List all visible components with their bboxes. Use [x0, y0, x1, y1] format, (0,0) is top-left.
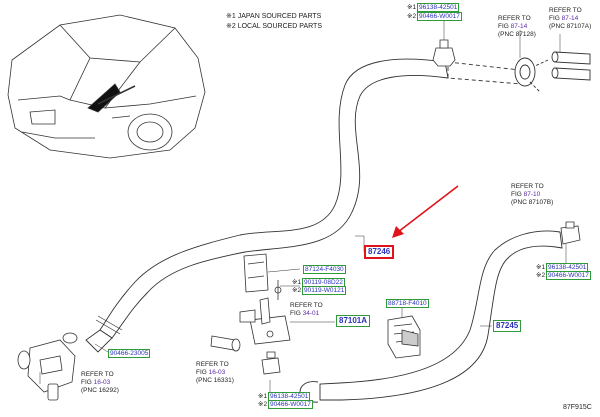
pnc-87101a-link[interactable]: 87101A	[336, 315, 371, 327]
legend-local: ※2 LOCAL SOURCED PARTS	[226, 23, 322, 30]
ref-34-01-fig: FIG 34-01	[290, 310, 319, 318]
part-link-90466-w0017-bottom[interactable]: 90466-W0017	[268, 400, 313, 409]
ref-87107b-fig-label: FIG	[511, 191, 522, 198]
part-link-90119-w0121[interactable]: 90119-W0121	[302, 286, 347, 295]
figure-code: 87F915C	[563, 404, 592, 411]
ref-16331-fig-label: FIG	[196, 369, 207, 376]
legend-japan: ※1 JAPAN SOURCED PARTS	[226, 13, 322, 20]
ref-87128-pnc: (PNC 87128)	[498, 31, 536, 38]
ref-34-01-line1: REFER TO	[290, 302, 323, 309]
pnc-87245-link[interactable]: 87245	[493, 320, 522, 332]
ref-16331-fig: FIG 16-03	[196, 369, 225, 377]
ref-87107a-fig-label: FIG	[549, 15, 560, 22]
ref-87107a-line1: REFER TO	[549, 7, 582, 14]
part-link-88718-f4010[interactable]: 88718-F4010	[386, 299, 429, 308]
fig-link-87-14[interactable]: 87-14	[510, 23, 528, 30]
vehicle-front-icon	[7, 14, 206, 159]
hose-clamp-icon	[243, 39, 581, 375]
ref-34-01-fig-label: FIG	[290, 310, 301, 317]
part-link-90466-w0017-right[interactable]: 90466-W0017	[546, 271, 591, 280]
connector-icon	[387, 315, 421, 359]
top-clip-mark1: ※1	[407, 4, 417, 11]
top-clip-mark2: ※2	[407, 13, 417, 20]
ref-16331-pnc: (PNC 16331)	[196, 377, 234, 384]
fig-link-87-14b[interactable]: 87-14	[561, 15, 579, 22]
right-clip-mark1: ※1	[536, 264, 546, 271]
right-clip-mark2: ※2	[536, 272, 546, 279]
fig-link-87-10[interactable]: 87-10	[523, 191, 541, 198]
mid-clip-mark2: ※2	[292, 287, 302, 294]
fig-link-16-03[interactable]: 16-03	[93, 379, 111, 386]
water-valve-icon	[17, 332, 78, 401]
ref-16292-line1: REFER TO	[81, 371, 114, 378]
heater-hose-icon	[447, 51, 591, 93]
ref-87107b-pnc: (PNC 87107B)	[511, 199, 554, 206]
ref-16331-line1: REFER TO	[196, 361, 229, 368]
callout-arrow-icon	[392, 185, 459, 238]
ref-87128-fig: FIG 87-14	[498, 23, 527, 31]
ref-16292-fig-label: FIG	[81, 379, 92, 386]
mid-clip-mark1: ※1	[292, 279, 302, 286]
fig-link-16-03b[interactable]: 16-03	[208, 369, 226, 376]
bottom-clip-mark2: ※2	[258, 401, 268, 408]
part-link-87124-f4030[interactable]: 87124-F4030	[303, 265, 346, 274]
pnc-87246-link[interactable]: 87246	[364, 245, 395, 259]
heater-hose-icon	[85, 58, 449, 353]
fig-link-34-01[interactable]: 34-01	[302, 310, 320, 317]
ref-87107b-line1: REFER TO	[511, 183, 544, 190]
ref-87128-fig-label: FIG	[498, 23, 509, 30]
part-link-90466-23005[interactable]: 90466-23005	[108, 349, 151, 358]
ref-16292-fig: FIG 16-03	[81, 379, 110, 387]
bottom-clip-mark1: ※1	[258, 393, 268, 400]
ref-87107a-fig: FIG 87-14	[549, 15, 578, 23]
part-link-90466-w0017[interactable]: 90466-W0017	[417, 12, 462, 21]
ref-87107a-pnc: (PNC 87107A)	[549, 23, 592, 30]
part-link-96138-42501[interactable]: 96138-42501	[417, 3, 460, 12]
ref-16292-pnc: (PNC 16292)	[81, 387, 119, 394]
heater-hose-icon	[210, 335, 241, 352]
ref-87128-line1: REFER TO	[498, 15, 531, 22]
bracket-icon	[239, 280, 291, 345]
ref-87107b-fig: FIG 87-10	[511, 191, 540, 199]
